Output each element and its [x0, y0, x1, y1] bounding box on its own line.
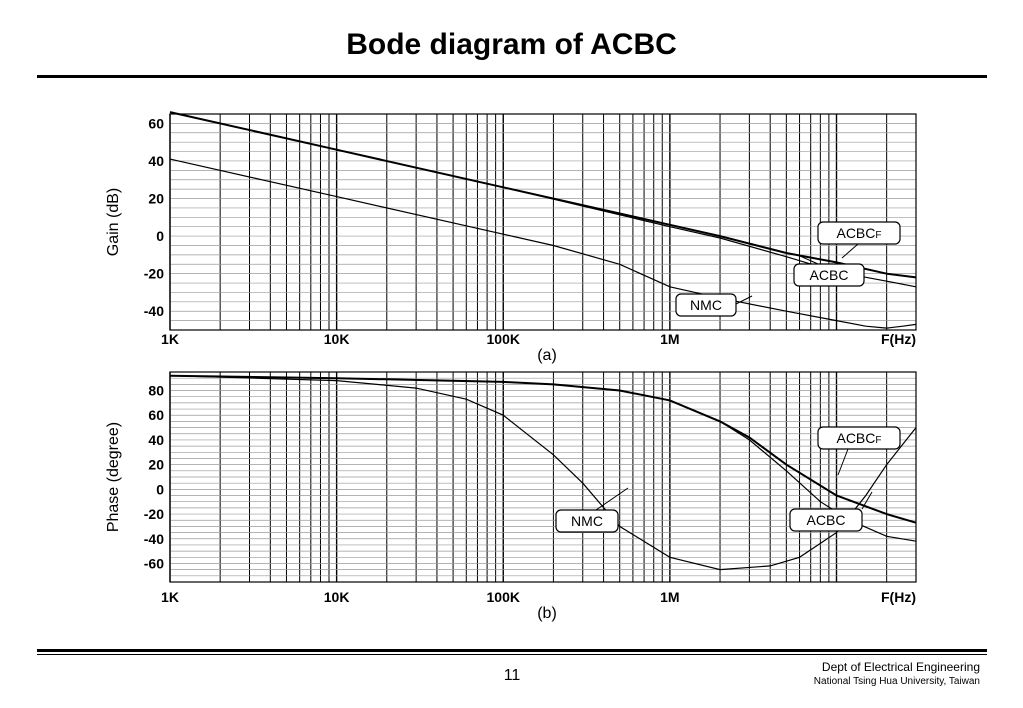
callout-box: [793, 263, 865, 287]
callout-leader: [837, 448, 849, 476]
y-tick-label: 60: [148, 115, 164, 131]
x-tick-label: 1M: [660, 331, 679, 347]
title-rule: [37, 75, 987, 78]
footer-department: Dept of Electrical Engineering: [821, 660, 980, 674]
y-axis-label: Gain (dB): [105, 188, 122, 256]
callout-box: [675, 293, 737, 317]
y-tick-label: 80: [148, 383, 164, 399]
x-tick-label: 1K: [161, 331, 179, 347]
chart-panel-2: 80 60 40 20 0 -20 -40 -60 1K 10K 100K 1M F(Hz) (b) Pha…: [105, 371, 917, 622]
callout-text: NMC: [690, 297, 722, 313]
x-tick-label: 10K: [324, 589, 350, 605]
callout-text: ACBCF: [836, 430, 881, 446]
chart-panel-1: 60 40 20 0 -20 -40 1K 10K 100K 1M F(Hz) (a) Gain (dB…: [105, 111, 917, 364]
series-line-nmc: [169, 375, 917, 571]
x-axis-end-label: F(Hz): [881, 331, 916, 347]
y-tick-label: 20: [148, 191, 164, 207]
callout-text: ACBC: [810, 267, 849, 283]
series-line-acbc: [169, 111, 917, 288]
y-tick-label: 0: [156, 228, 164, 244]
x-tick-label: 1M: [660, 589, 679, 605]
callout-leader: [735, 295, 753, 305]
footer-affiliation: Dept of Electrical Engineering National …: [814, 660, 980, 687]
y-axis-label: Phase (degree): [105, 422, 122, 532]
footer-university: National Tsing Hua University, Taiwan: [813, 676, 980, 687]
y-tick-label: -20: [144, 506, 164, 522]
y-tick-label: -40: [144, 303, 164, 319]
callout-box: [789, 508, 863, 532]
y-tick-label: 40: [148, 153, 164, 169]
callout-leader: [841, 243, 859, 259]
callout-box: [817, 426, 901, 450]
x-tick-label: 10K: [324, 331, 350, 347]
callout-acbc: ACBC: [789, 491, 873, 532]
callout-acbcf: ACBCF: [817, 221, 901, 259]
callout-leader: [595, 487, 629, 511]
footer-rule: [37, 649, 987, 652]
callout-acbc: ACBC: [793, 255, 865, 287]
chart-caption: (b): [537, 605, 557, 622]
chart-caption: (a): [537, 347, 557, 364]
series-line-acbcf: [169, 374, 917, 524]
callout-leader: [861, 491, 873, 510]
x-axis-end-label: F(Hz): [881, 589, 916, 605]
y-tick-label: 20: [148, 457, 164, 473]
series-line-nmc: [169, 158, 917, 329]
plot-frame: [169, 113, 917, 331]
page-number: 11: [503, 667, 521, 684]
x-tick-label: 1K: [161, 589, 179, 605]
y-tick-label: -40: [144, 531, 164, 547]
plot-frame: [169, 371, 917, 583]
callout-text: ACBC: [807, 512, 846, 528]
callout-nmc: NMC: [555, 487, 629, 533]
callout-leader: [799, 255, 819, 265]
y-tick-label: 40: [148, 432, 164, 448]
page-title: Bode diagram of ACBC: [346, 28, 677, 61]
callout-box: [817, 221, 901, 245]
callout-text: ACBCF: [836, 225, 881, 241]
y-tick-label: 60: [148, 407, 164, 423]
callout-acbcf: ACBCF: [817, 426, 901, 476]
y-tick-label: -60: [144, 555, 164, 571]
y-tick-label: 0: [156, 481, 164, 497]
y-tick-label: -20: [144, 266, 164, 282]
x-tick-label: 100K: [487, 331, 520, 347]
footer-rule-thin: [37, 654, 987, 655]
callout-box: [555, 509, 619, 533]
callout-text: NMC: [571, 513, 603, 529]
x-tick-label: 100K: [487, 589, 520, 605]
callout-nmc: NMC: [675, 293, 753, 317]
